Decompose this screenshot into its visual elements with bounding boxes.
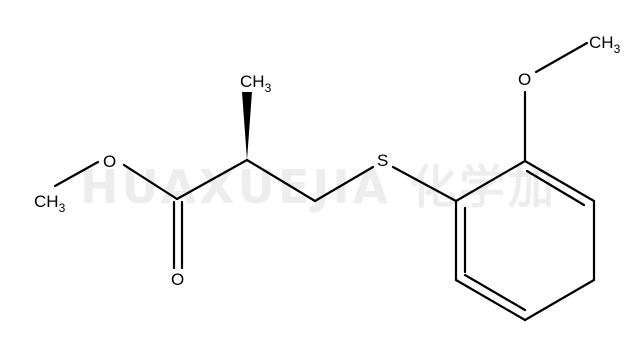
bond-s-ring [391, 165, 458, 203]
sulfur-label: S [377, 151, 388, 170]
bond-o-c [122, 163, 179, 201]
ring-bond-4 [523, 278, 596, 322]
ring-bond-5 [454, 278, 527, 322]
wedge-bond [242, 92, 252, 160]
ring-bond-2 [523, 159, 596, 203]
bond-chiral-ch2 [245, 158, 317, 203]
bond-layer [53, 41, 596, 322]
ester-oxygen-label: O [103, 152, 116, 171]
watermark-text: HUAXUEJIA 化学加 [80, 160, 557, 214]
ring-bond-5-inner [463, 273, 527, 312]
methoxy-methyl-label: CH3 [589, 33, 621, 56]
methyl-ester-label: CH3 [34, 192, 66, 215]
carbonyl-oxygen-label: O [171, 270, 184, 289]
bond-ch3-o [53, 160, 100, 188]
methoxy-oxygen-label: O [518, 70, 531, 89]
bond-ch2-s [313, 165, 375, 203]
bond-c-chiral [175, 158, 249, 201]
ring-bond-2-inner [525, 169, 586, 207]
bond-o-ch3 [534, 41, 589, 74]
wedge-methyl-label: CH3 [240, 72, 272, 95]
ring-bond-1 [454, 159, 527, 203]
atom-labels: CH3 O O CH3 S O CH3 [34, 33, 621, 289]
